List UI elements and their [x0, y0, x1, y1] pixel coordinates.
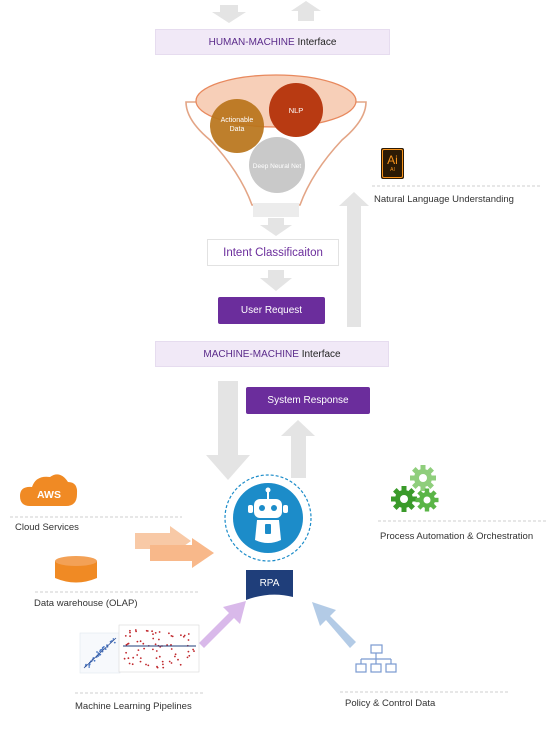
down-to-robot-arrow [206, 381, 250, 480]
ml-pipelines-label: Machine Learning Pipelines [75, 701, 192, 712]
funnel-to-intent-arrow [260, 218, 292, 236]
rpa-label: RPA [259, 577, 280, 589]
nlu-label: Natural Language Understanding [374, 194, 514, 205]
system-response-box: System Response [246, 387, 370, 414]
deep-neural-net-circle [249, 137, 305, 193]
rpa-banner [246, 570, 293, 600]
intent-to-request-arrow [260, 270, 292, 291]
process-automation-label: Process Automation & Orchestration [380, 531, 534, 542]
ai-icon-small: AI [390, 167, 395, 173]
policy-control-label: Policy & Control Data [345, 698, 436, 709]
data-warehouse-label: Data warehouse (OLAP) [34, 598, 138, 609]
ml-plots-icon [79, 624, 200, 674]
human-machine-suffix: Interface [294, 36, 337, 48]
gears-icon [391, 465, 439, 512]
ai-icon-text: Ai AI [381, 148, 404, 179]
aws-label: AWS [37, 489, 61, 501]
ai-icon-big: Ai [387, 153, 398, 167]
intent-classification-box: Intent Classificaiton [207, 239, 339, 266]
machine-machine-interface: MACHINE-MACHINE Interface [155, 341, 389, 367]
nlu-up-arrow [339, 192, 369, 327]
ai-icon [381, 148, 404, 179]
cloud-services-label: Cloud Services [15, 522, 79, 533]
policy-to-rpa-arrow [312, 602, 356, 648]
org-chart-icon [355, 644, 397, 673]
aws-icon [20, 474, 78, 506]
separator-lines [10, 185, 548, 694]
funnel [185, 74, 367, 217]
top-down-arrow [212, 5, 246, 23]
user-request-box: User Request [218, 297, 325, 324]
nlp-circle [269, 83, 323, 137]
top-up-arrow [291, 1, 321, 21]
up-from-robot-arrow [281, 420, 315, 478]
machine-machine-highlight: MACHINE-MACHINE [203, 348, 299, 360]
machine-machine-suffix: Interface [298, 348, 341, 360]
database-icon [55, 556, 97, 583]
human-machine-interface: HUMAN-MACHINE Interface [155, 29, 390, 55]
robot-icon [224, 474, 312, 562]
nlp-label: NLP [288, 106, 304, 116]
ml-to-rpa-arrow [199, 601, 246, 648]
actionable-data-circle [210, 99, 264, 153]
actionable-data-label: Actionable Data [220, 117, 254, 133]
human-machine-highlight: HUMAN-MACHINE [208, 36, 295, 48]
deep-neural-net-label: Deep Neural Net [252, 162, 302, 170]
dw-to-robot-arrow [150, 538, 214, 568]
